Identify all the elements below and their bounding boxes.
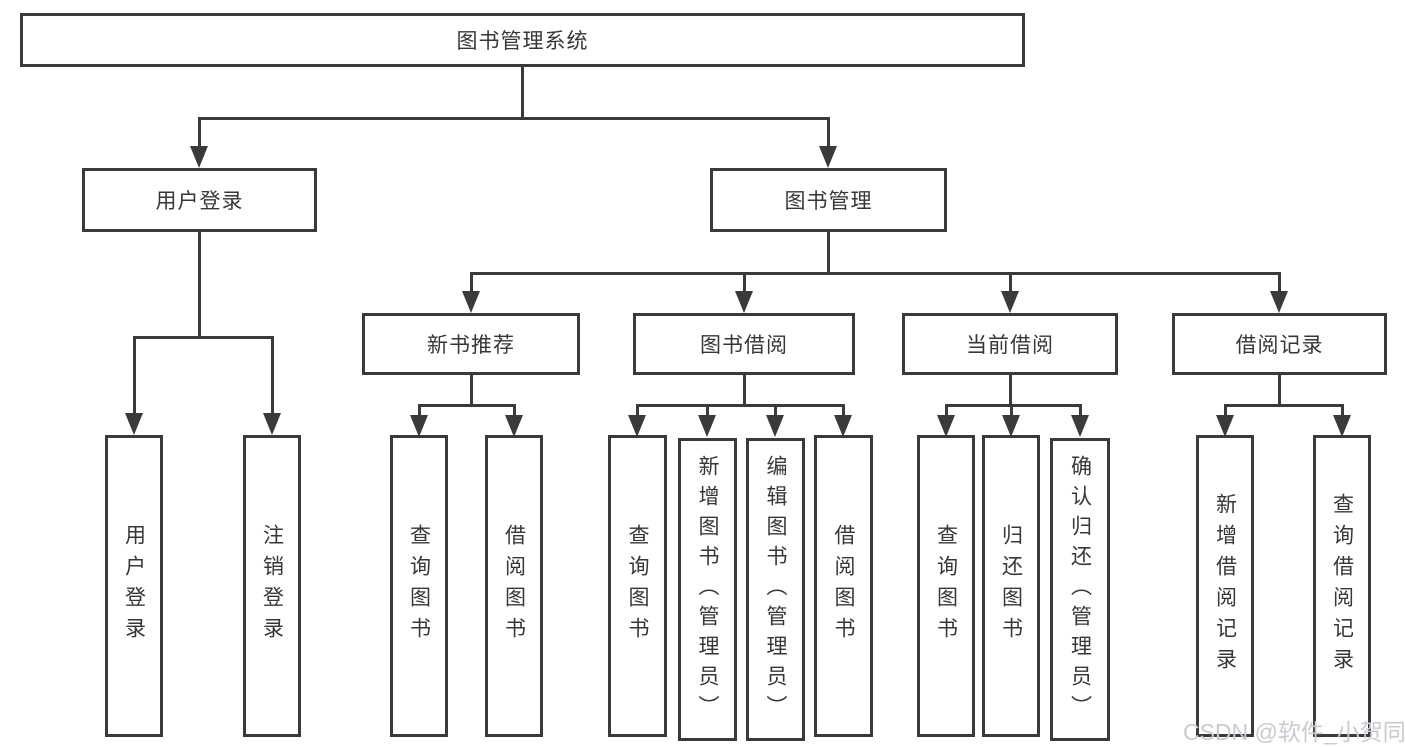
node-book-borrow: 图书借阅	[633, 313, 855, 375]
connector-line	[198, 117, 830, 120]
connector-line	[1009, 272, 1012, 294]
leaf-add-record-label: 新增借阅记录	[1213, 493, 1237, 679]
arrow-down-icon	[1333, 415, 1351, 437]
arrow-down-icon	[1216, 415, 1234, 437]
arrow-down-icon	[766, 415, 784, 437]
node-current-borrow: 当前借阅	[902, 313, 1118, 375]
arrow-down-icon	[834, 415, 852, 437]
leaf-logout-label: 注销登录	[260, 524, 284, 648]
node-user-login: 用户登录	[82, 168, 317, 232]
leaf-add-book: 新增图书（管理员）	[678, 438, 737, 741]
leaf-return-book-label: 归还图书	[999, 524, 1023, 648]
arrow-down-icon	[628, 415, 646, 437]
leaf-edit-book-label: 编辑图书（管理员）	[764, 454, 787, 725]
connector-line	[743, 272, 746, 294]
connector-line	[1224, 404, 1227, 418]
node-book-borrow-label: 图书借阅	[700, 334, 788, 357]
connector-line	[513, 404, 516, 418]
connector-line	[1341, 404, 1344, 418]
arrow-down-icon	[1270, 291, 1288, 313]
leaf-borrow-book-1: 借阅图书	[485, 435, 543, 737]
connector-line	[743, 375, 746, 407]
connector-line	[827, 117, 830, 148]
arrow-down-icon	[698, 415, 716, 437]
leaf-add-book-label: 新增图书（管理员）	[696, 454, 719, 725]
node-root: 图书管理系统	[20, 13, 1025, 67]
connector-line	[1224, 404, 1344, 407]
arrow-down-icon	[505, 415, 523, 437]
node-borrow-records-label: 借阅记录	[1235, 334, 1324, 357]
watermark: CSDN @软件_小贺同学	[1183, 719, 1405, 745]
node-current-borrow-label: 当前借阅	[966, 334, 1054, 357]
connector-line	[133, 336, 136, 416]
arrow-down-icon	[819, 146, 837, 168]
connector-line	[706, 404, 709, 418]
connector-line	[198, 117, 201, 148]
connector-line	[470, 375, 473, 407]
arrow-down-icon	[462, 291, 480, 313]
leaf-borrow-book-1-label: 借阅图书	[502, 524, 526, 648]
arrow-down-icon	[263, 413, 281, 435]
leaf-query-book-3-label: 查询图书	[934, 524, 958, 648]
leaf-query-record: 查询借阅记录	[1313, 435, 1371, 737]
arrow-down-icon	[1071, 415, 1089, 437]
connector-line	[827, 232, 830, 274]
arrow-down-icon	[1001, 291, 1019, 313]
connector-line	[945, 404, 948, 418]
connector-line	[198, 232, 201, 338]
connector-line	[945, 404, 1082, 407]
connector-line	[418, 404, 516, 407]
leaf-edit-book: 编辑图书（管理员）	[746, 438, 805, 741]
connector-line	[271, 336, 274, 416]
node-book-mgmt-label: 图书管理	[784, 190, 873, 213]
connector-line	[1010, 404, 1013, 418]
node-root-label: 图书管理系统	[456, 30, 589, 53]
leaf-borrow-book-2-label: 借阅图书	[832, 524, 855, 648]
connector-line	[470, 272, 473, 294]
leaf-borrow-book-2: 借阅图书	[814, 435, 873, 737]
leaf-query-book-2-label: 查询图书	[626, 524, 649, 648]
node-user-login-label: 用户登录	[155, 190, 244, 213]
arrow-down-icon	[937, 415, 955, 437]
leaf-query-record-label: 查询借阅记录	[1330, 493, 1354, 679]
connector-line	[842, 404, 845, 418]
connector-line	[774, 404, 777, 418]
leaf-query-book-2: 查询图书	[608, 435, 667, 737]
node-book-mgmt: 图书管理	[710, 168, 947, 232]
leaf-user-login: 用户登录	[105, 435, 163, 737]
connector-line	[133, 336, 274, 339]
leaf-confirm-return-label: 确认归还（管理员）	[1068, 454, 1092, 725]
leaf-add-record: 新增借阅记录	[1196, 435, 1254, 737]
arrow-down-icon	[410, 415, 428, 437]
node-new-book-rec-label: 新书推荐	[427, 334, 515, 357]
connector-line	[1009, 375, 1012, 407]
leaf-query-book-1: 查询图书	[390, 435, 448, 737]
connector-line	[1278, 272, 1281, 294]
arrow-down-icon	[1002, 415, 1020, 437]
leaf-confirm-return: 确认归还（管理员）	[1050, 438, 1110, 741]
connector-line	[470, 272, 1281, 275]
node-new-book-rec: 新书推荐	[362, 313, 580, 375]
connector-line	[521, 65, 524, 120]
arrow-down-icon	[125, 413, 143, 435]
connector-line	[418, 404, 421, 418]
leaf-return-book: 归还图书	[982, 435, 1040, 737]
connector-line	[636, 404, 639, 418]
leaf-query-book-3: 查询图书	[917, 435, 975, 737]
leaf-user-login-label: 用户登录	[122, 524, 146, 648]
connector-line	[1278, 375, 1281, 407]
connector-line	[1079, 404, 1082, 418]
node-borrow-records: 借阅记录	[1172, 313, 1387, 375]
leaf-query-book-1-label: 查询图书	[407, 524, 431, 648]
arrow-down-icon	[735, 291, 753, 313]
leaf-logout: 注销登录	[243, 435, 301, 737]
arrow-down-icon	[190, 146, 208, 168]
connector-line	[636, 404, 845, 407]
